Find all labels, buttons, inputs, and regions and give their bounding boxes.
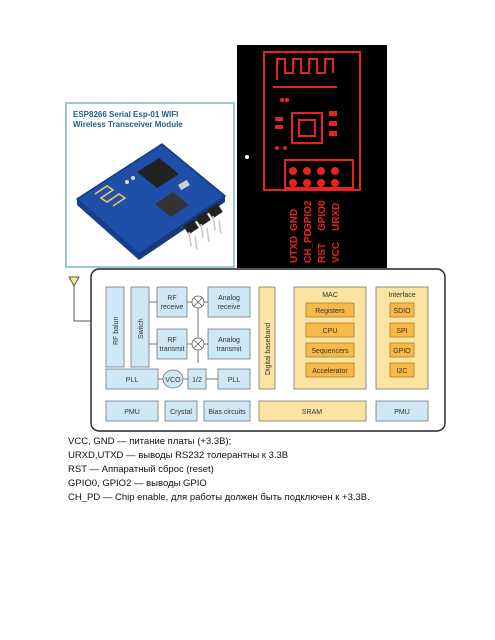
analog-receive-label-1: Analog: [218, 295, 240, 302]
pmu-left-label: PMU: [124, 409, 140, 416]
analog-receive-block: [207, 286, 251, 318]
module-photo-title-line2: Wireless Transceiver Module: [73, 120, 183, 129]
pll-left-label: PLL: [126, 377, 139, 384]
interface-i2c-label: I2C: [397, 368, 408, 375]
module-photo-title: ESP8266 Serial Esp-01 WIFI Wireless Tran…: [73, 110, 183, 130]
interface-spi-block: [389, 322, 415, 338]
mixer-receive-icon: [191, 295, 205, 309]
pcb-layout-drawing: GND GPIO2 GPIO0 URXD UTXD CH_PD RST VCC: [245, 51, 361, 263]
pin-label-rst: RST: [317, 243, 328, 263]
pmu-left-block: [105, 400, 159, 422]
pll-right-label: PLL: [228, 377, 241, 384]
mac-accelerator-block: [305, 362, 355, 378]
pmu-right-label: PMU: [394, 409, 410, 416]
crystal-block: [164, 400, 198, 422]
mac-title-label: MAC: [322, 292, 338, 299]
switch-block: [130, 286, 150, 368]
vco-block: [162, 369, 184, 389]
esp01-module-illustration: [75, 143, 227, 260]
pmu-right-block: [375, 400, 429, 422]
mac-accelerator-label: Accelerator: [312, 368, 348, 375]
interface-sdio-label: SDIO: [393, 308, 411, 315]
vco-label: VCO: [165, 377, 181, 384]
note-chip-enable: CH_PD — Chip enable, для работы должен б…: [68, 492, 370, 503]
bias-circuits-block: [203, 400, 251, 422]
mac-sequencers-block: [305, 342, 355, 358]
pin-description-notes: VCC, GND — питание платы (+3.3В); URXD,U…: [68, 435, 370, 505]
analog-transmit-label-2: transmit: [217, 346, 242, 353]
module-photo-title-line1: ESP8266 Serial Esp-01 WIFI: [73, 110, 179, 119]
analog-transmit-block: [207, 328, 251, 360]
rf-receive-label-1: RF: [167, 295, 176, 302]
interface-gpio-block: [389, 342, 415, 358]
interface-sdio-block: [389, 302, 415, 318]
esp8266-block-diagram: RF balun Switch RF receive RF transmit A…: [68, 268, 446, 432]
mixer-transmit-icon: [191, 337, 205, 351]
analog-receive-label-2: receive: [218, 304, 241, 311]
rf-balun-label: RF balun: [113, 316, 120, 345]
digital-baseband-block: [258, 286, 276, 390]
rf-receive-block: [156, 286, 188, 318]
rf-transmit-label-2: transmit: [160, 346, 185, 353]
mac-cpu-block: [305, 322, 355, 338]
mac-sequencers-label: Sequencers: [311, 348, 349, 355]
mac-registers-label: Registers: [315, 308, 345, 315]
interface-spi-label: SPI: [396, 328, 407, 335]
note-reset: RST — Аппаратный сброс (reset): [68, 464, 214, 475]
mac-cpu-label: CPU: [323, 328, 338, 335]
interface-gpio-label: GPIO: [393, 348, 411, 355]
module-photo-panel: ESP8266 Serial Esp-01 WIFI Wireless Tran…: [65, 102, 235, 268]
pin-label-gpio0: GPIO0: [317, 200, 328, 231]
pin-label-gnd: GND: [289, 209, 300, 231]
rf-transmit-label-1: RF: [167, 337, 176, 344]
digital-baseband-label: Digital baseband: [265, 323, 272, 375]
rf-receive-label-2: receive: [161, 304, 184, 311]
switch-label: Switch: [138, 318, 145, 339]
pin-label-utxd: UTXD: [289, 236, 300, 263]
rf-balun-block: [105, 286, 125, 368]
note-power: VCC, GND — питание платы (+3.3В);: [68, 436, 232, 447]
half-divider-label: 1/2: [192, 377, 202, 384]
note-gpio: GPIO0, GPIO2 — выводы GPIO: [68, 478, 207, 489]
pcb-layout-panel: GND GPIO2 GPIO0 URXD UTXD CH_PD RST VCC: [237, 45, 387, 268]
interface-i2c-block: [389, 362, 415, 378]
mac-registers-block: [305, 302, 355, 318]
interface-title-label: Interface: [388, 292, 415, 299]
pin-label-gpio2: GPIO2: [303, 200, 314, 231]
note-uart: URXD,UTXD — выводы RS232 толерантны к 3.…: [68, 450, 289, 461]
pin-label-vcc: VCC: [331, 242, 342, 263]
bias-circuits-label: Bias circuits: [208, 409, 246, 416]
crystal-label: Crystal: [170, 409, 192, 416]
pin-label-urxd: URXD: [331, 203, 342, 231]
rf-transmit-block: [156, 328, 188, 360]
sram-label: SRAM: [302, 409, 322, 416]
pin-label-ch-pd: CH_PD: [303, 229, 314, 263]
analog-transmit-label-1: Analog: [218, 337, 240, 344]
sram-block: [258, 400, 367, 422]
